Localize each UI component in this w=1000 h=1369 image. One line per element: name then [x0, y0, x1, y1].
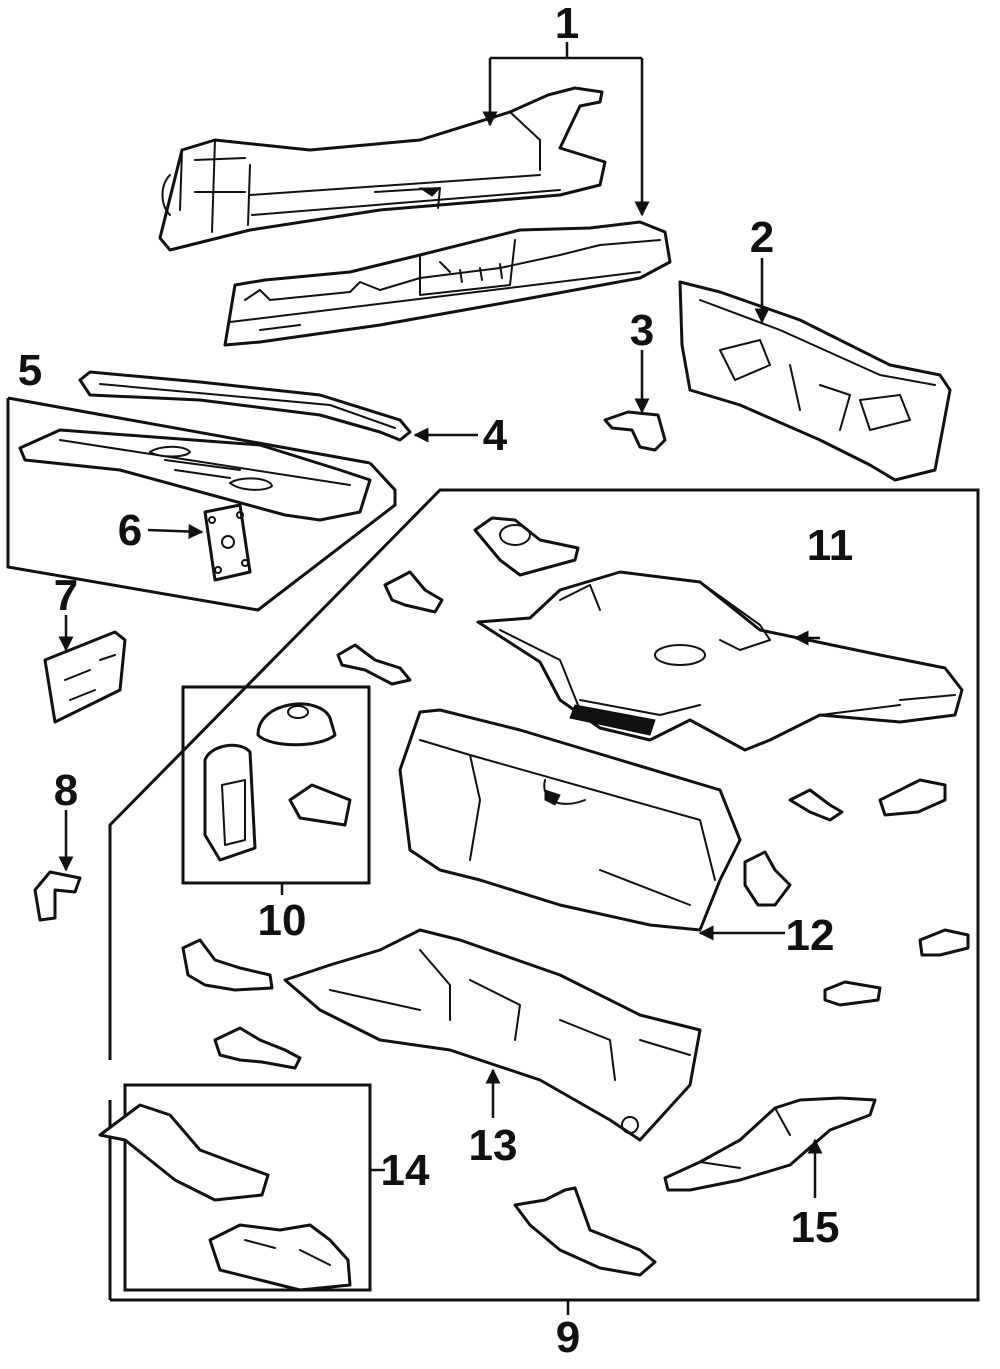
part-4-shelf-rail	[78, 370, 412, 442]
callout-3: 3	[630, 306, 654, 355]
part-9-mount-b	[213, 1026, 302, 1070]
callout-labels: 1 2 3 4 5 6 7 8 9 10 11 12 13 14 15	[18, 0, 854, 1362]
callout-12: 12	[786, 911, 835, 960]
callout-1: 1	[555, 0, 579, 48]
part-1-lower-rail	[223, 220, 672, 347]
part-3-bracket	[603, 410, 667, 452]
part-6-plate	[203, 503, 252, 582]
part-9-bracket-a	[383, 570, 444, 614]
part-14-rails	[98, 1103, 352, 1292]
group-frame-14	[123, 1083, 372, 1292]
part-11-floor-pan	[476, 570, 964, 752]
part-7-bracket	[43, 630, 127, 724]
part-10-components	[203, 702, 352, 862]
part-5-package-tray	[18, 428, 372, 522]
part-9-plate-a	[336, 643, 412, 686]
callout-5: 5	[18, 346, 42, 395]
leader-lines	[58, 42, 823, 1315]
callout-2: 2	[750, 213, 774, 262]
callout-7: 7	[54, 571, 78, 620]
part-8-clip	[33, 870, 82, 922]
callout-6: 6	[118, 506, 142, 555]
callout-14: 14	[381, 1146, 430, 1195]
part-15-rail	[663, 1096, 877, 1192]
part-9-small-parts-right	[743, 778, 970, 1007]
callout-8: 8	[54, 766, 78, 815]
callout-11: 11	[807, 521, 854, 570]
callout-15: 15	[791, 1203, 840, 1252]
part-2-back-panel	[678, 280, 952, 482]
part-9-bracket-b	[181, 938, 274, 992]
part-13-lower-floor	[283, 928, 702, 1142]
callout-10: 10	[258, 896, 307, 945]
group-frame-10	[181, 685, 371, 885]
callout-9: 9	[556, 1313, 580, 1362]
part-12-trunk-panel	[398, 708, 742, 932]
callout-13: 13	[469, 1121, 518, 1170]
part-9-bracket-c	[513, 1186, 657, 1277]
part-1-upper-rail	[158, 86, 607, 252]
part-9-mount-top	[473, 516, 580, 577]
group-frame-5	[6, 396, 397, 612]
callout-4: 4	[483, 411, 508, 460]
